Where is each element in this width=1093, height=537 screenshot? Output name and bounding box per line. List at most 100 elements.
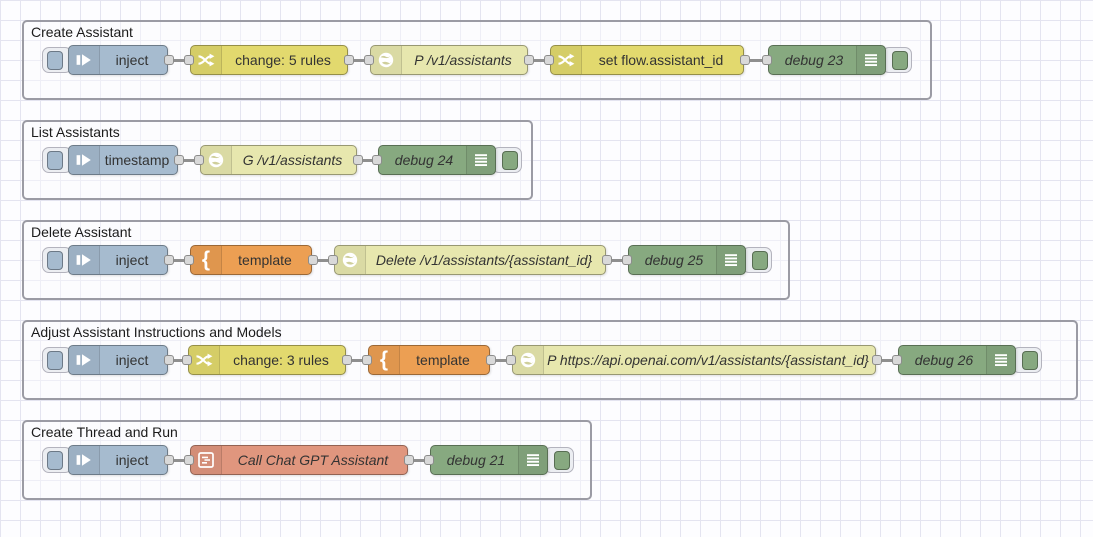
template-node[interactable]: { template <box>368 345 490 375</box>
inject-arrow-icon <box>69 246 100 274</box>
input-port[interactable] <box>892 355 902 365</box>
group-title: Delete Assistant <box>31 224 132 240</box>
input-port[interactable] <box>762 55 772 65</box>
debug-toggle-button[interactable] <box>892 50 908 70</box>
wire[interactable] <box>168 358 188 362</box>
node-label: inject <box>115 352 149 368</box>
http-request-node[interactable]: P https://api.openai.com/v1/assistants/{… <box>512 345 876 375</box>
debug-toggle-button[interactable] <box>752 250 768 270</box>
chatgpt-node[interactable]: Call Chat GPT Assistant <box>190 445 408 475</box>
list-lines-icon <box>986 346 1015 374</box>
inject-arrow-icon <box>69 46 100 74</box>
list-lines-icon <box>716 246 745 274</box>
output-port[interactable] <box>740 55 750 65</box>
http-request-node[interactable]: G /v1/assistants <box>200 145 357 175</box>
debug-toggle-button[interactable] <box>502 150 518 170</box>
input-port[interactable] <box>184 255 194 265</box>
http-request-node[interactable]: P /v1/assistants <box>370 45 528 75</box>
globe-icon <box>371 46 402 74</box>
output-port[interactable] <box>164 255 174 265</box>
node-label: change: 3 rules <box>233 352 329 368</box>
input-port[interactable] <box>184 455 194 465</box>
wire[interactable] <box>357 158 378 162</box>
debug-node[interactable]: debug 23 <box>768 45 886 75</box>
change-node[interactable]: change: 3 rules <box>188 345 346 375</box>
http-request-node[interactable]: Delete /v1/assistants/{assistant_id} <box>334 245 606 275</box>
inject-node[interactable]: inject <box>68 445 168 475</box>
node-label: debug 23 <box>784 52 844 68</box>
input-port[interactable] <box>194 155 204 165</box>
input-port[interactable] <box>506 355 516 365</box>
group-title: List Assistants <box>31 124 120 140</box>
debug-node[interactable]: debug 21 <box>430 445 548 475</box>
output-port[interactable] <box>404 455 414 465</box>
wire[interactable] <box>348 58 370 62</box>
debug-toggle-button[interactable] <box>554 450 570 470</box>
inject-node[interactable]: inject <box>68 345 168 375</box>
wire[interactable] <box>312 258 334 262</box>
curly-brace-icon: { <box>369 346 400 374</box>
wire[interactable] <box>490 358 512 362</box>
output-port[interactable] <box>164 55 174 65</box>
debug-toggle-button[interactable] <box>1022 350 1038 370</box>
output-port[interactable] <box>872 355 882 365</box>
input-port[interactable] <box>328 255 338 265</box>
output-port[interactable] <box>174 155 184 165</box>
inject-button[interactable] <box>47 250 63 270</box>
shuffle-icon <box>551 46 582 74</box>
wire[interactable] <box>168 458 190 462</box>
output-port[interactable] <box>308 255 318 265</box>
wire[interactable] <box>408 458 430 462</box>
input-port[interactable] <box>622 255 632 265</box>
template-node[interactable]: {template <box>190 245 312 275</box>
input-port[interactable] <box>184 55 194 65</box>
list-lines-icon <box>856 46 885 74</box>
inject-node[interactable]: inject <box>68 45 168 75</box>
input-port[interactable] <box>424 455 434 465</box>
shuffle-icon <box>189 346 220 374</box>
globe-icon <box>513 346 544 374</box>
output-port[interactable] <box>164 355 174 365</box>
output-port[interactable] <box>602 255 612 265</box>
output-port[interactable] <box>342 355 352 365</box>
node-label: debug 26 <box>914 352 974 368</box>
node-label: timestamp <box>104 152 170 168</box>
output-port[interactable] <box>524 55 534 65</box>
wire[interactable] <box>606 258 628 262</box>
shuffle-icon <box>191 46 222 74</box>
wire[interactable] <box>178 158 200 162</box>
inject-arrow-icon <box>69 446 100 474</box>
input-port[interactable] <box>182 355 192 365</box>
wire[interactable] <box>528 58 550 62</box>
globe-icon <box>201 146 232 174</box>
change-node[interactable]: set flow.assistant_id <box>550 45 744 75</box>
change-node[interactable]: change: 5 rules <box>190 45 348 75</box>
wire[interactable] <box>346 358 368 362</box>
input-port[interactable] <box>544 55 554 65</box>
inject-node[interactable]: timestamp <box>68 145 178 175</box>
inject-button[interactable] <box>47 450 63 470</box>
inject-node[interactable]: inject <box>68 245 168 275</box>
inject-button[interactable] <box>47 350 63 370</box>
output-port[interactable] <box>353 155 363 165</box>
wire[interactable] <box>876 358 898 362</box>
wire[interactable] <box>168 258 190 262</box>
inject-button[interactable] <box>47 150 63 170</box>
debug-node[interactable]: debug 25 <box>628 245 746 275</box>
inject-button[interactable] <box>47 50 63 70</box>
node-label: Call Chat GPT Assistant <box>237 452 389 468</box>
input-port[interactable] <box>372 155 382 165</box>
output-port[interactable] <box>486 355 496 365</box>
inject-arrow-icon <box>69 146 100 174</box>
input-port[interactable] <box>364 55 374 65</box>
input-port[interactable] <box>362 355 372 365</box>
node-label: template <box>416 352 470 368</box>
wire[interactable] <box>744 58 768 62</box>
output-port[interactable] <box>164 455 174 465</box>
debug-node[interactable]: debug 26 <box>898 345 1016 375</box>
wire[interactable] <box>168 58 190 62</box>
debug-node[interactable]: debug 24 <box>378 145 496 175</box>
group-title: Create Assistant <box>31 24 133 40</box>
output-port[interactable] <box>344 55 354 65</box>
